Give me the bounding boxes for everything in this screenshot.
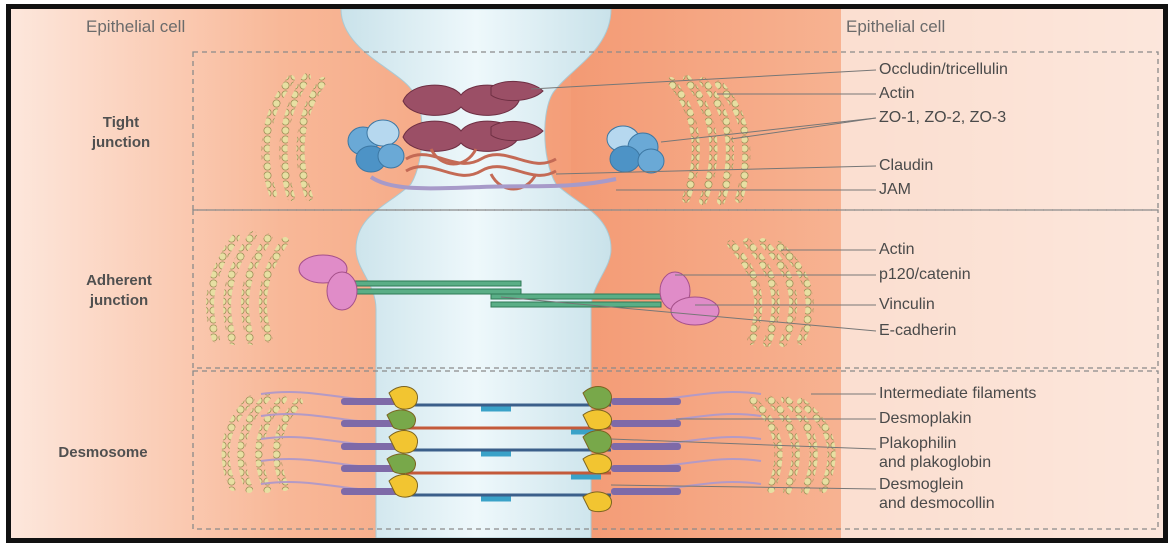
- right-cell-title: Epithelial cell: [846, 17, 945, 37]
- label-e-cadherin: E-cadherin: [879, 321, 956, 340]
- label-jam: JAM: [879, 180, 911, 199]
- label-zo: ZO-1, ZO-2, ZO-3: [879, 108, 1006, 127]
- adherent-junction-label: Adherent junction: [63, 271, 175, 311]
- label-p120-catenin: p120/catenin: [879, 265, 971, 284]
- label-occludin: Occludin/tricellulin: [879, 60, 1008, 79]
- desmosome-label: Desmosome: [33, 443, 173, 463]
- tight-junction-label: Tight junction: [71, 113, 171, 153]
- label-vinculin: Vinculin: [879, 295, 935, 314]
- label-actin-adherent: Actin: [879, 240, 915, 259]
- label-intermediate-filaments: Intermediate filaments: [879, 384, 1036, 403]
- label-plakophilin-plakoglobin: Plakophilin and plakoglobin: [879, 434, 991, 472]
- label-claudin: Claudin: [879, 156, 933, 175]
- figure-frame: Epithelial cell Epithelial cell Tight ju…: [6, 4, 1168, 543]
- label-desmoplakin: Desmoplakin: [879, 409, 971, 428]
- label-desmoglein-desmocollin: Desmoglein and desmocollin: [879, 475, 995, 513]
- left-cell-title: Epithelial cell: [86, 17, 185, 37]
- label-actin-tight: Actin: [879, 84, 915, 103]
